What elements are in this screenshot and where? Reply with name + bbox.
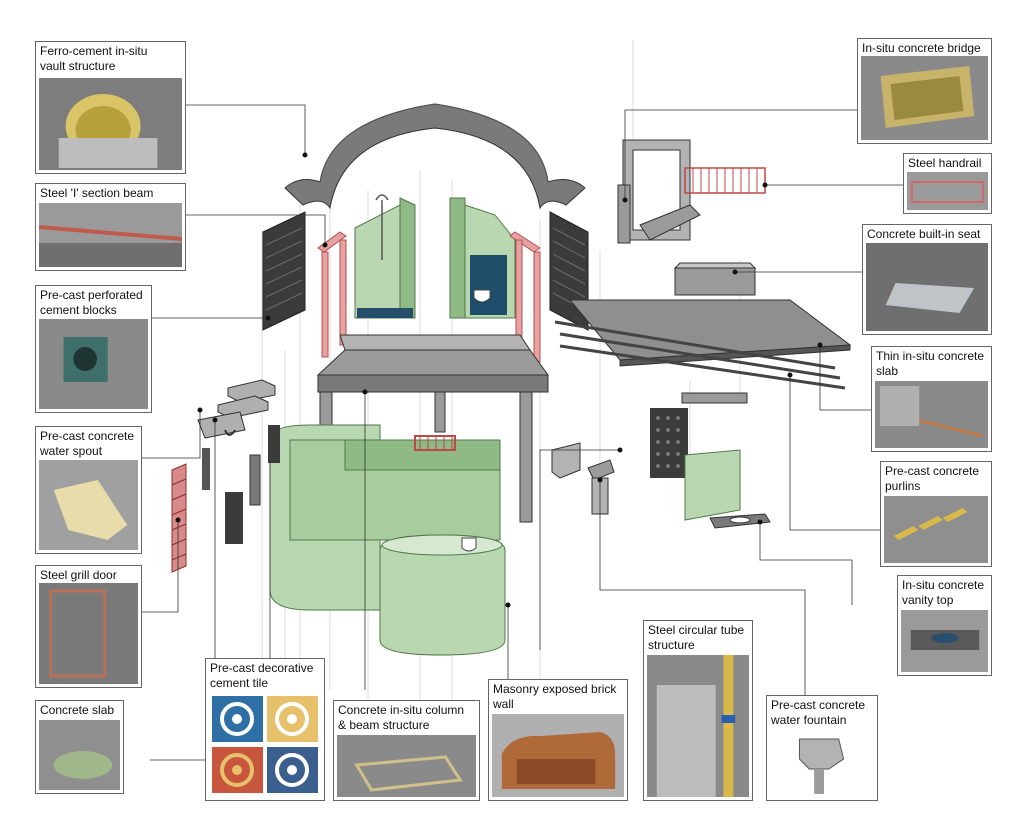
label-vanity-top: In-situ concrete vanity top [902,578,985,607]
label-bridge: In-situ concrete bridge [862,41,981,55]
leader-lines [142,104,905,761]
callout-bridge: In-situ concrete bridge [857,38,992,144]
callout-thin-slab: Thin in-situ concrete slab [871,346,992,452]
callout-water-fountain: Pre-cast concrete water fountain [766,695,878,801]
photo-handrail [907,172,988,210]
label-grill-door: Steel grill door [40,568,117,582]
callout-vanity-top: In-situ concrete vanity top [897,575,992,676]
callout-water-spout: Pre-cast concrete water spout [35,426,142,554]
water-fountain-parts [551,442,615,515]
tile-yellow [267,696,318,742]
label-water-fountain: Pre-cast concrete water fountain [771,698,866,727]
callout-handrail: Steel handrail [903,153,992,214]
label-steel-beam: Steel 'I' section beam [40,186,154,200]
callout-purlins: Pre-cast concrete purlins [880,461,992,567]
callout-column-beam: Concrete in-situ column & beam structure [333,700,480,801]
photo-thin-slab [875,381,988,448]
label-brick-wall: Masonry exposed brick wall [493,682,617,711]
photo-brick-wall [492,714,624,797]
perforated-block-wall-left [262,211,306,331]
thin-concrete-slab [554,299,852,390]
callout-brick-wall: Masonry exposed brick wall [488,679,628,801]
photo-grill-door [39,583,138,684]
photo-concrete-slab [39,720,120,790]
upper-washroom-walls [354,194,516,319]
callout-circular-tube: Steel circular tube structure [643,620,753,801]
callout-concrete-slab: Concrete slab [35,700,124,794]
callout-steel-beam: Steel 'I' section beam [35,183,186,271]
tile-red [212,747,263,793]
label-ferro-vault: Ferro-cement in-situ vault structure [40,44,148,73]
label-concrete-slab: Concrete slab [40,703,115,717]
leader-dots [175,152,823,608]
vanity-unit [650,408,771,529]
callout-builtin-seat: Concrete built-in seat [862,224,992,335]
callout-ferro-vault: Ferro-cement in-situ vault structure [35,41,186,174]
built-in-seat [673,262,757,296]
label-decorative-tile: Pre-cast decorative cement tile [210,661,314,690]
tile-blue [212,696,263,742]
photo-builtin-seat [866,243,988,331]
concrete-bridge [617,139,701,244]
photo-circular-tube [647,655,749,797]
photo-bridge [861,56,988,140]
photo-water-fountain [770,729,874,797]
vault-structure [284,103,586,210]
water-spout-parts [197,379,280,544]
photo-water-spout [39,460,138,550]
lower-brick-walls [269,424,506,656]
label-circular-tube: Steel circular tube structure [648,623,745,652]
label-water-spout: Pre-cast concrete water spout [40,429,135,458]
photo-perforated-blocks [39,319,148,409]
steel-handrail [684,167,766,194]
label-builtin-seat: Concrete built-in seat [867,227,981,241]
callout-decorative-tile: Pre-cast decorative cement tile [205,658,325,801]
photo-column-beam [337,735,476,797]
label-column-beam: Concrete in-situ column & beam structure [338,703,465,732]
tile-light-blue [267,747,318,793]
purlin-piece [681,392,748,404]
photo-vanity-top [901,610,988,672]
label-handrail: Steel handrail [908,156,982,170]
photo-purlins [884,496,988,563]
label-thin-slab: Thin in-situ concrete slab [876,349,985,378]
photo-steel-beam [39,203,182,267]
label-perforated-blocks: Pre-cast perforated cement blocks [40,288,143,317]
callout-grill-door: Steel grill door [35,565,142,688]
photo-ferro-vault [39,78,182,170]
callout-perforated-blocks: Pre-cast perforated cement blocks [35,285,152,413]
label-purlins: Pre-cast concrete purlins [885,464,980,493]
